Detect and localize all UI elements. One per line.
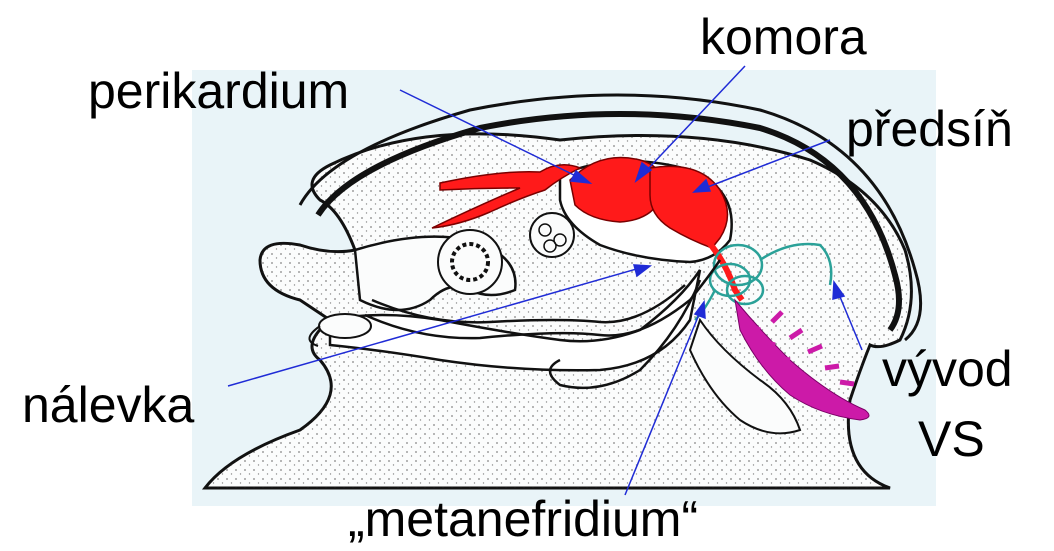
label-nalevka: nálevka: [22, 380, 194, 430]
label-vyvod: vývod: [882, 344, 1013, 394]
label-predsin: předsíň: [846, 104, 1013, 154]
label-metanefridium: „metanefridium“: [348, 494, 698, 544]
label-perikardium: perikardium: [88, 66, 349, 116]
label-komora: komora: [700, 12, 867, 62]
label-vs: VS: [918, 414, 985, 464]
